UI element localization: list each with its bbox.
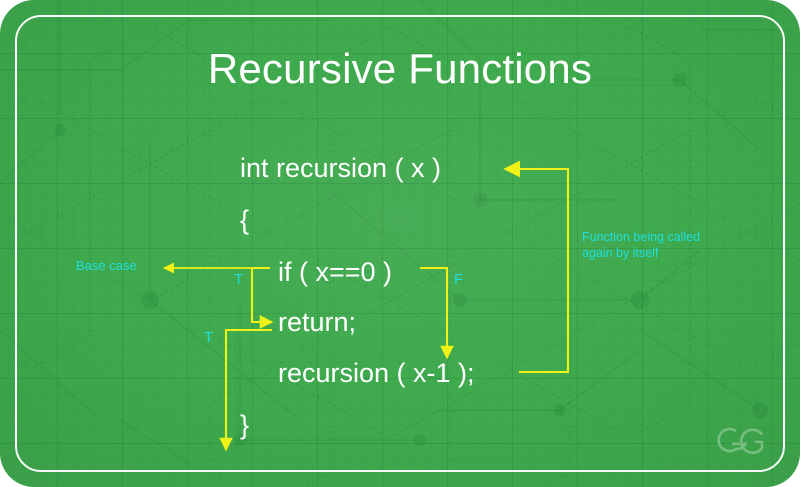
code-line-open-brace: {	[240, 205, 250, 235]
page-title: Recursive Functions	[207, 45, 593, 92]
label-true-branch-1: T	[234, 271, 244, 288]
label-recursive-note-line1: Function being called	[582, 230, 701, 244]
label-base-case: Base case	[76, 258, 137, 273]
code-line-signature: int recursion ( x )	[240, 153, 442, 183]
label-recursive-note-line2: again by itself	[582, 245, 659, 260]
code-line-if-statement: if ( x==0 )	[278, 257, 393, 287]
label-false-branch: F	[454, 271, 464, 288]
code-line-recursive-call: recursion ( x-1 );	[278, 358, 475, 388]
geeksforgeeks-logo-icon	[717, 427, 764, 455]
code-line-close-brace: }	[240, 410, 250, 440]
code-line-return: return;	[278, 307, 357, 337]
label-true-branch-2: T	[204, 329, 214, 346]
